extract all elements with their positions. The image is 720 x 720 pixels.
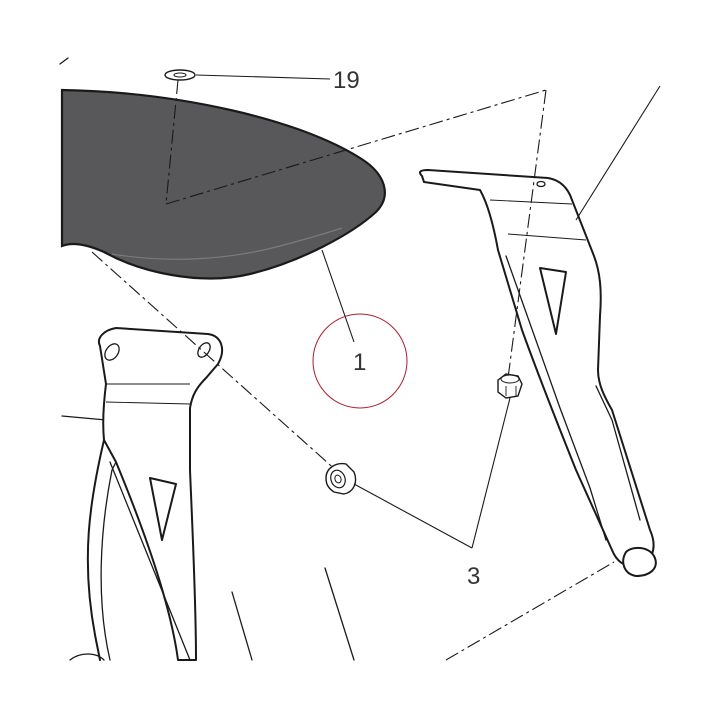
fairing-panel-part-1 <box>60 88 386 280</box>
callout-label-3: 3 <box>467 563 480 590</box>
callout-label-19: 19 <box>333 67 360 94</box>
right-mounting-bracket <box>419 169 657 577</box>
left-mounting-bracket <box>86 327 224 661</box>
background-frame-lines <box>59 57 355 661</box>
fairing-panel-shape <box>60 88 386 280</box>
leader-lines <box>195 74 661 549</box>
alignment-lines <box>91 79 615 661</box>
nut-part-3-left <box>325 462 357 495</box>
callout-label-1: 1 <box>353 349 366 376</box>
washer-part-19 <box>164 69 196 81</box>
nut-part-3-right <box>497 373 523 399</box>
callout-highlight-circle <box>312 313 408 409</box>
